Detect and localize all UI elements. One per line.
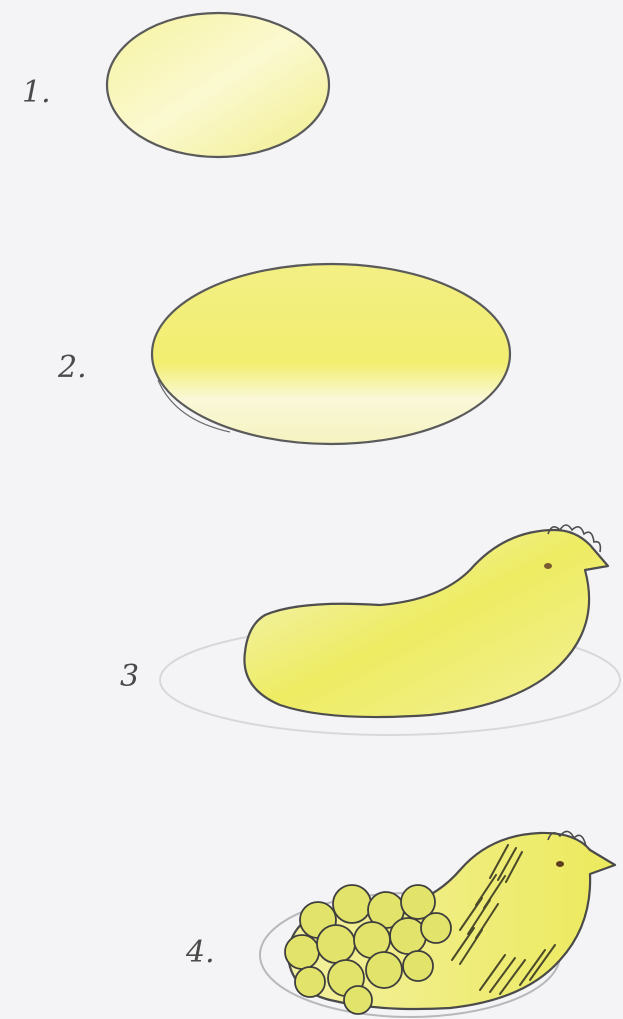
step-1-label: 1. [22,78,51,108]
step-2-label: 2. [58,353,87,383]
step-4-chick-with-grapes [260,831,615,1017]
step-3-chick-outline [160,525,620,735]
step-3-label: 3 [120,662,139,692]
step-1-oval [107,13,329,157]
step-2-oval [152,264,510,444]
step-4-label: 4. [186,938,215,968]
